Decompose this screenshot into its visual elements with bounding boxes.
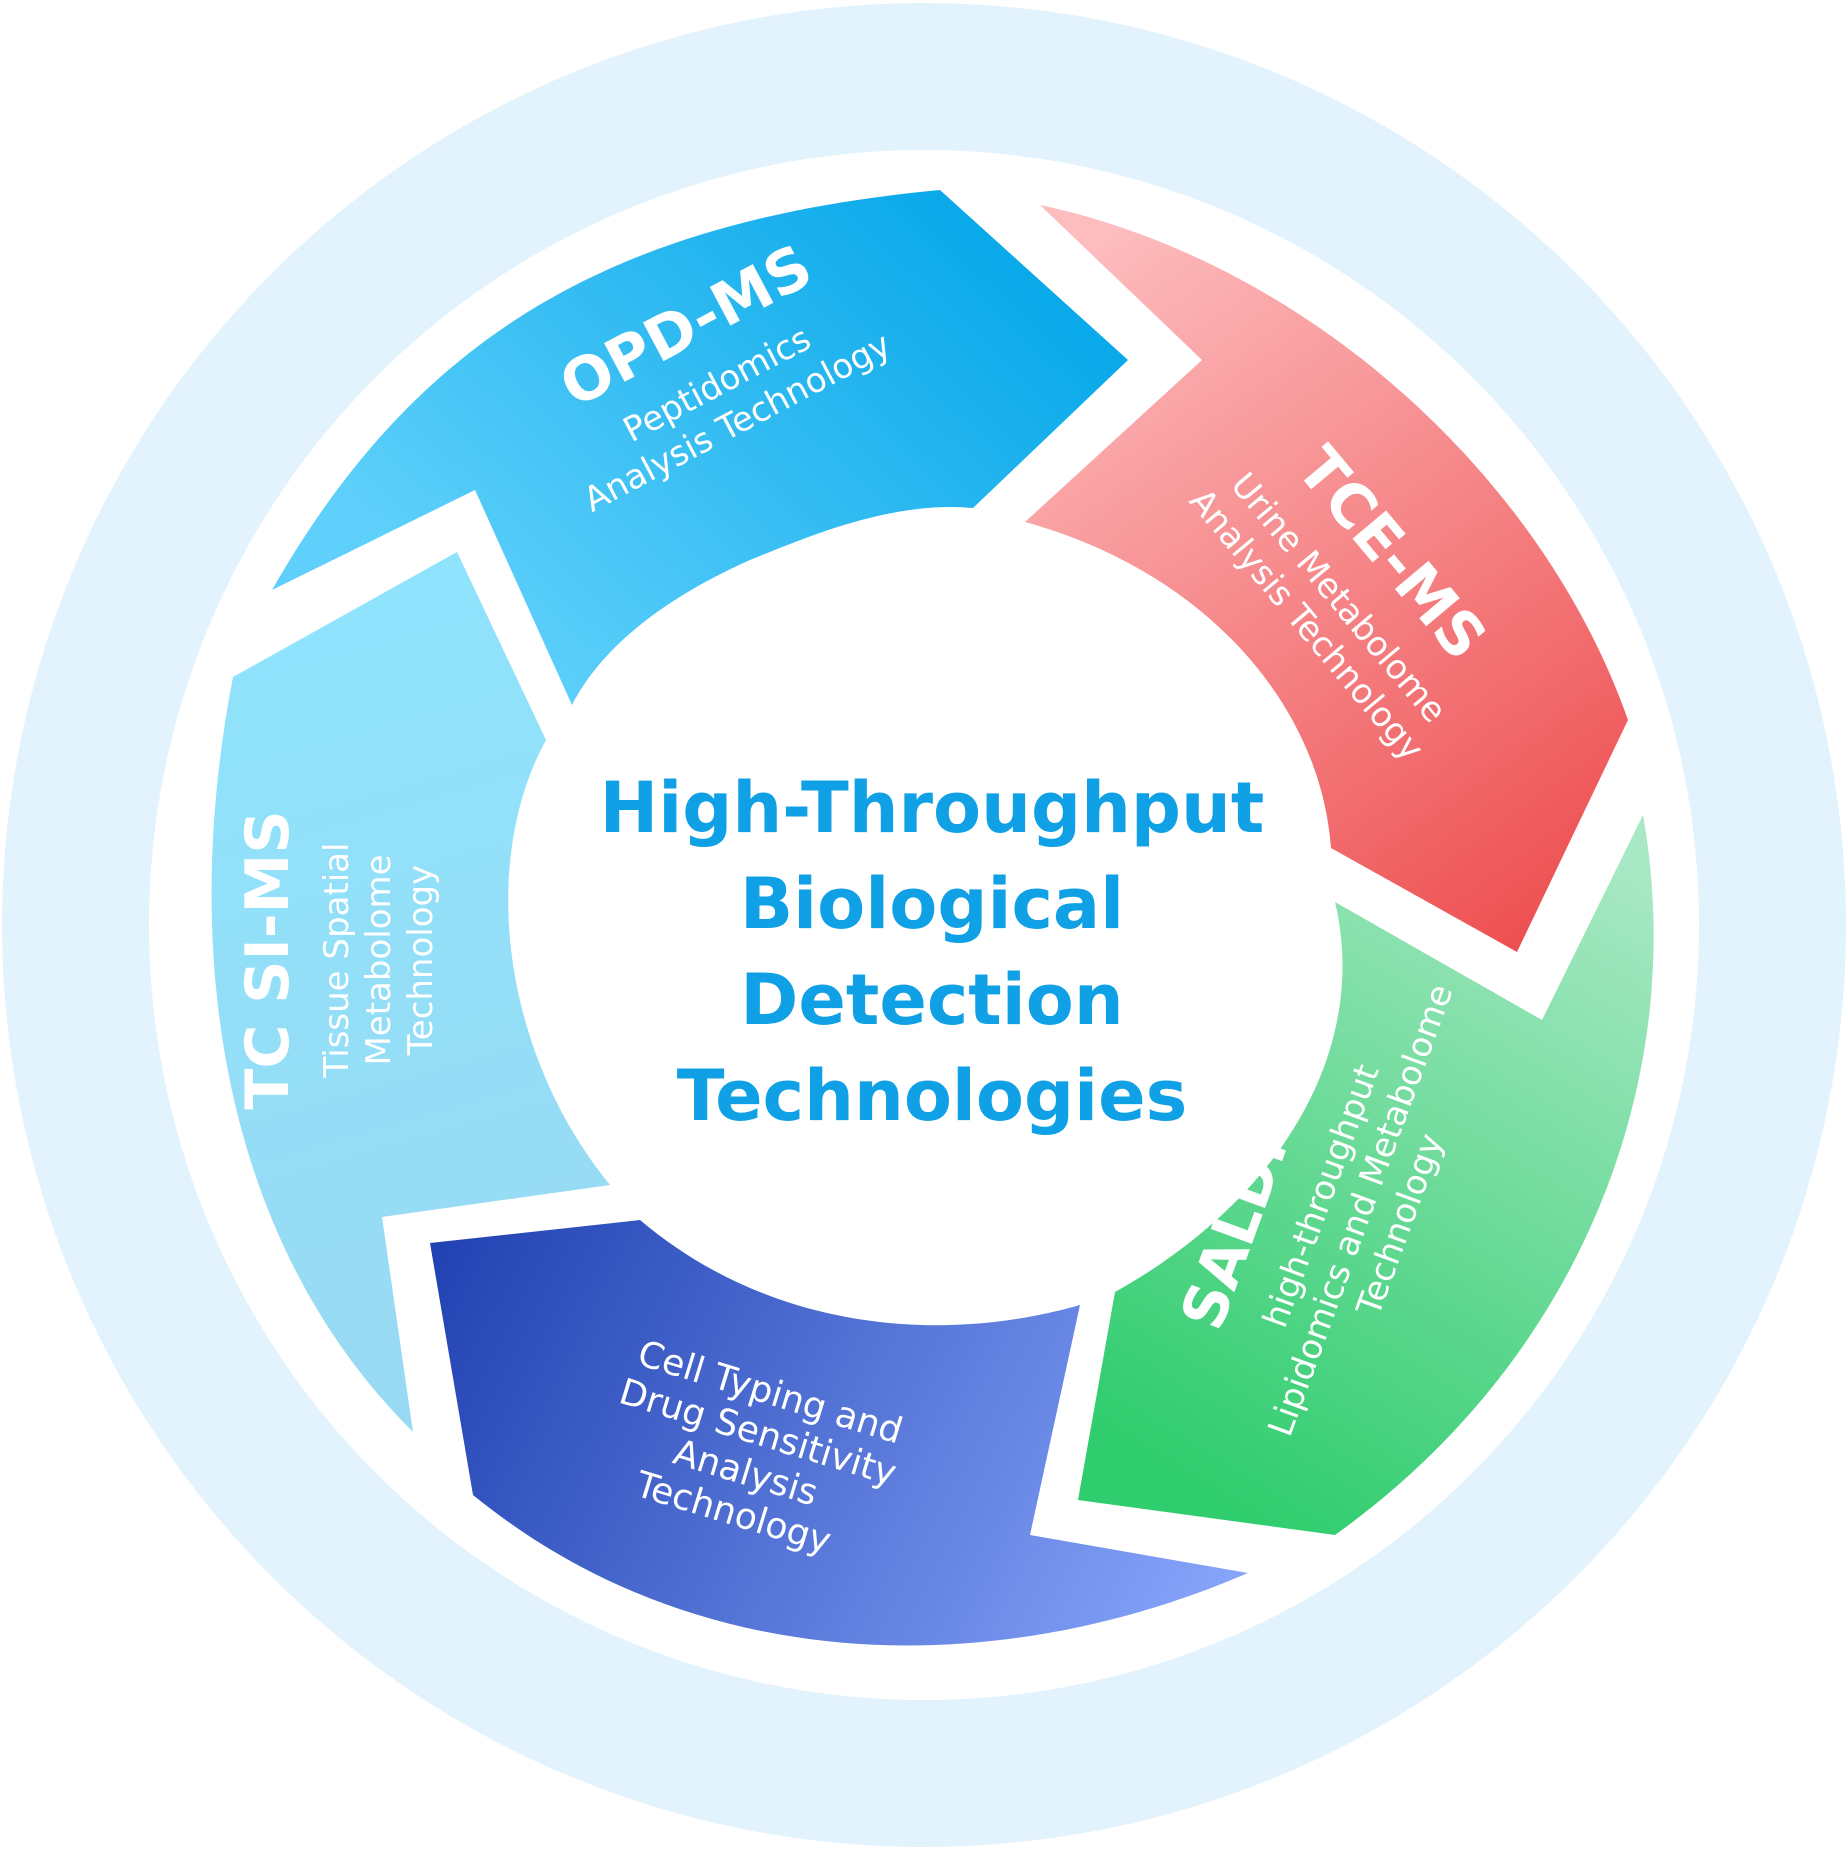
segment-tc-si-ms-arrow <box>211 552 610 1432</box>
center-title-line-1: High-Throughput <box>600 767 1265 849</box>
segment-cell-typing-arrow <box>430 1220 1248 1646</box>
center-title-line-2: Biological <box>740 863 1124 945</box>
center-title-line-3: Detection <box>740 959 1123 1041</box>
segment-tce-ms-arrow <box>1025 205 1628 952</box>
center-title-line-4: Technologies <box>677 1055 1188 1137</box>
tc-si-ms-title: TC SI-MS <box>233 810 303 1109</box>
center-title: High-Throughput Biological Detection Tec… <box>600 767 1265 1137</box>
segment-opd-ms-arrow <box>272 190 1128 705</box>
tc-si-ms-subtitle-line-3: Technology <box>401 865 441 1056</box>
segment-saldi-ms-arrow <box>1078 815 1654 1535</box>
tc-si-ms-subtitle-line-1: Tissue Spatial <box>317 843 357 1079</box>
tc-si-ms-subtitle-line-2: Metabolome <box>359 854 399 1065</box>
segment-tc-si-ms-label: TC SI-MS Tissue Spatial Metabolome Techn… <box>233 810 441 1109</box>
